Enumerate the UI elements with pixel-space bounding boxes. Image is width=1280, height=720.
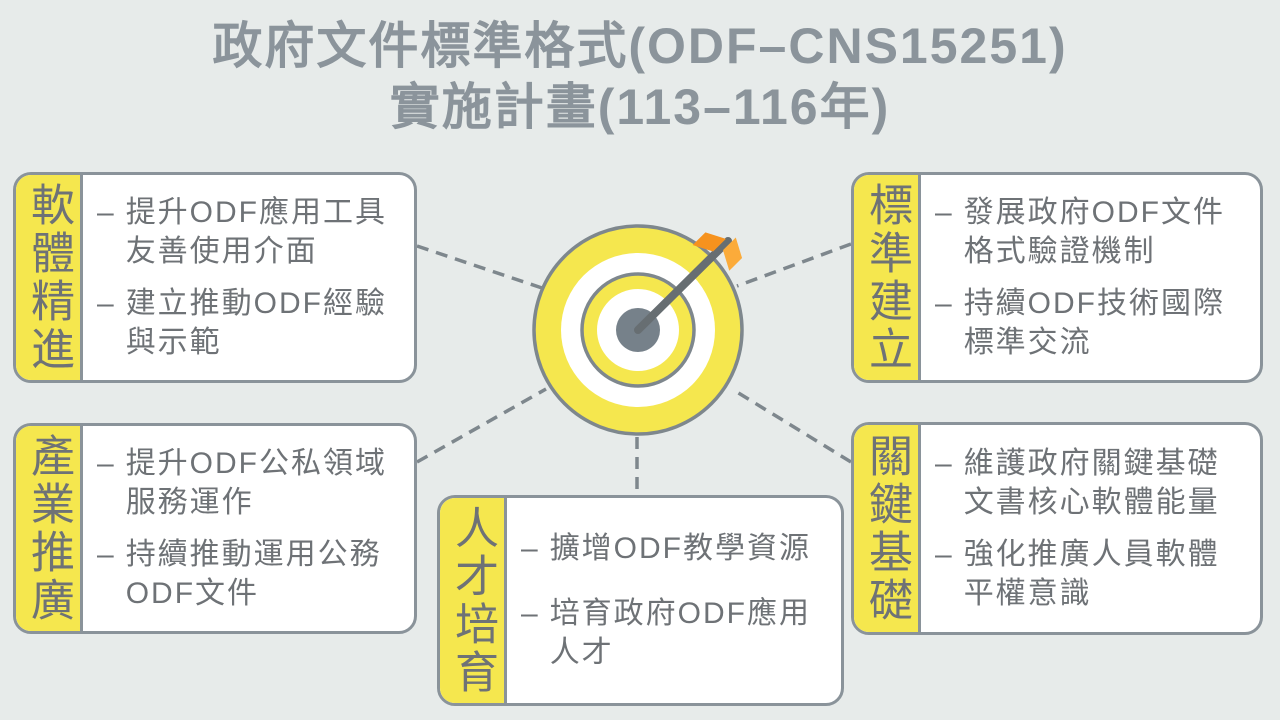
bullet-dash: – xyxy=(935,538,954,571)
box-industry-label: 產業推廣 xyxy=(16,426,83,631)
arrow-icon xyxy=(634,232,743,334)
bullet-dash: – xyxy=(935,286,954,320)
connector-lines xyxy=(416,242,852,494)
box-critical-label: 關鍵基礎 xyxy=(854,425,921,632)
box-software-label-text: 軟體精進 xyxy=(24,181,73,374)
box-standard-label: 標準建立 xyxy=(854,175,921,380)
box-industry-label-text: 產業推廣 xyxy=(24,432,73,625)
connector-critical-line xyxy=(731,387,852,464)
page-title: 政府文件標準格式(ODF–CNS15251) 實施計畫(113–116年) xyxy=(0,16,1280,138)
bullet-dash: – xyxy=(97,447,116,481)
bullet-item: – 持續ODF技術國際 標準交流 xyxy=(935,284,1252,362)
box-standard-content: – 發展政府ODF文件 格式驗證機制 – 持續ODF技術國際 標準交流 xyxy=(921,175,1260,380)
box-critical-foundation: 關鍵基礎 – 維護政府關鍵基礎 文書核心軟體能量 – 強化推廣人員軟體 平權意識 xyxy=(851,422,1263,635)
bullet-dash: – xyxy=(97,196,116,230)
arrow-fletching-upper xyxy=(692,232,726,252)
bullet-dash: – xyxy=(97,537,116,571)
box-industry-content: – 提升ODF公私領域 服務運作 – 持續推動運用公務 ODF文件 xyxy=(83,426,414,631)
arrow-fletching-lower xyxy=(723,237,743,271)
title-line-1: 政府文件標準格式(ODF–CNS15251) xyxy=(212,18,1068,74)
bullet-item: – 提升ODF應用工具 友善使用介面 xyxy=(97,193,406,271)
bullet-item: – 發展政府ODF文件 格式驗證機制 xyxy=(935,193,1252,271)
bullet-item: – 維護政府關鍵基礎 文書核心軟體能量 xyxy=(935,444,1252,522)
bullet-item: – 提升ODF公私領域 服務運作 xyxy=(97,444,406,522)
box-talent-cultivation: 人才培育 – 擴增ODF教學資源 – 培育政府ODF應用 人才 xyxy=(437,495,844,706)
bullet-text: 培育政府ODF應用 人才 xyxy=(549,596,812,669)
box-standard-label-text: 標準建立 xyxy=(862,181,911,374)
bullet-text: 維護政府關鍵基礎 文書核心軟體能量 xyxy=(963,447,1220,519)
bullet-dash: – xyxy=(521,596,540,630)
bullet-text: 強化推廣人員軟體 平權意識 xyxy=(963,538,1220,610)
arrow-shaft xyxy=(634,237,732,334)
bullet-text: 提升ODF應用工具 友善使用介面 xyxy=(125,196,388,269)
arrow-fletching xyxy=(692,232,743,271)
box-critical-label-text: 關鍵基礎 xyxy=(862,432,911,625)
bullet-item: – 擴增ODF教學資源 xyxy=(521,529,833,568)
bullet-text: 擴增ODF教學資源 xyxy=(549,532,812,566)
box-standard-establishment: 標準建立 – 發展政府ODF文件 格式驗證機制 – 持續ODF技術國際 標準交流 xyxy=(851,172,1263,383)
bullet-dash: – xyxy=(521,532,540,566)
box-talent-content: – 擴增ODF教學資源 – 培育政府ODF應用 人才 xyxy=(507,498,841,703)
bullet-item: – 建立推動ODF經驗 與示範 xyxy=(97,284,406,362)
box-software-label: 軟體精進 xyxy=(16,175,83,380)
bullet-dash: – xyxy=(935,196,954,230)
bullet-item: – 培育政府ODF應用 人才 xyxy=(521,594,833,672)
box-software-content: – 提升ODF應用工具 友善使用介面 – 建立推動ODF經驗 與示範 xyxy=(83,175,414,380)
bullet-item: – 強化推廣人員軟體 平權意識 xyxy=(935,535,1252,613)
bullet-text: 持續推動運用公務 ODF文件 xyxy=(125,537,382,610)
box-critical-content: – 維護政府關鍵基礎 文書核心軟體能量 – 強化推廣人員軟體 平權意識 xyxy=(921,425,1260,632)
connector-industry-line xyxy=(416,387,547,464)
bullet-dash: – xyxy=(935,447,954,480)
bullet-text: 持續ODF技術國際 標準交流 xyxy=(963,286,1226,359)
bullet-text: 建立推動ODF經驗 與示範 xyxy=(125,286,388,359)
bullet-text: 提升ODF公私領域 服務運作 xyxy=(125,447,388,520)
box-talent-label-text: 人才培育 xyxy=(448,504,497,697)
bullet-dash: – xyxy=(97,286,116,320)
box-industry-promotion: 產業推廣 – 提升ODF公私領域 服務運作 – 持續推動運用公務 ODF文件 xyxy=(13,423,417,634)
title-line-2: 實施計畫(113–116年) xyxy=(389,79,891,135)
box-talent-label: 人才培育 xyxy=(440,498,507,703)
bullet-item: – 持續推動運用公務 ODF文件 xyxy=(97,535,406,613)
connector-standard-line xyxy=(736,242,852,288)
box-software-improvement: 軟體精進 – 提升ODF應用工具 友善使用介面 – 建立推動ODF經驗 與示範 xyxy=(13,172,417,383)
bullet-text: 發展政府ODF文件 格式驗證機制 xyxy=(963,196,1226,269)
connector-software-line xyxy=(416,244,543,290)
